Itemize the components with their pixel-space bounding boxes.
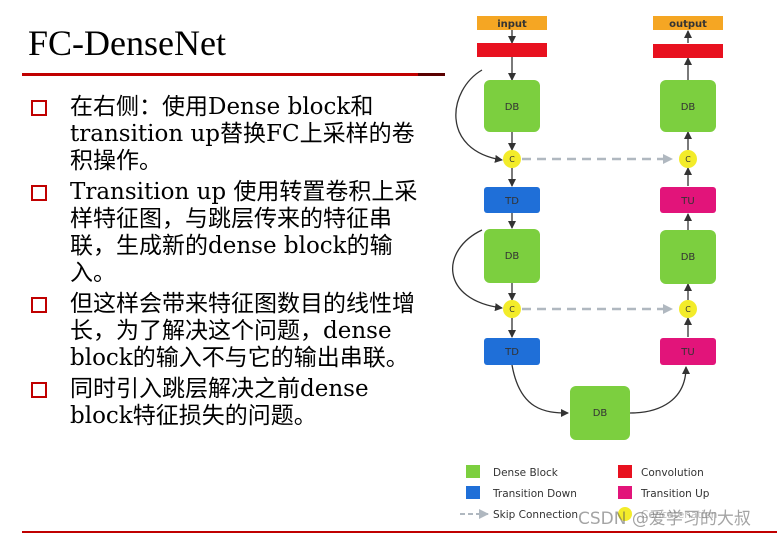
dense-block-bottleneck — [570, 386, 630, 440]
concat-node — [679, 150, 697, 168]
right-path-arrows — [629, 30, 692, 414]
concat-node — [503, 150, 521, 168]
dense-block-label: DB — [505, 102, 520, 113]
legend-label-skip: Skip Connection — [493, 509, 578, 521]
transition-down-2 — [484, 338, 540, 365]
transition-up-1 — [660, 187, 716, 213]
legend-swatch-transition-down — [466, 486, 480, 499]
legend-swatch-transition-up — [618, 486, 632, 499]
square-bullet-icon — [31, 100, 47, 116]
transition-down-1 — [484, 187, 540, 213]
dense-block-label: DB — [593, 408, 608, 419]
legend-swatch-concat — [618, 507, 632, 521]
dense-block-label: DB — [681, 102, 696, 113]
output-block — [653, 16, 723, 30]
concat-node — [503, 300, 521, 318]
legend-label-concat: Concatenation — [641, 509, 717, 521]
dense-block-label: DB — [681, 252, 696, 263]
concat-label: C — [509, 155, 515, 164]
convolution-block-right — [653, 44, 723, 58]
bullet-item: 在右侧：使用Dense block和transition up替换FC上采样的卷… — [28, 94, 428, 175]
bullet-list: 在右侧：使用Dense block和transition up替换FC上采样的卷… — [28, 94, 428, 434]
title-rule-accent — [418, 73, 445, 76]
legend-label-transition-up: Transition Up — [640, 488, 710, 500]
watermark: CSDN @爱学习的大叔 — [578, 509, 751, 529]
left-path-arrows — [452, 30, 569, 417]
dense-block-down-1 — [484, 80, 540, 132]
transition-down-label: TD — [504, 196, 519, 207]
legend-swatch-dense-block — [466, 465, 480, 478]
square-bullet-icon — [31, 185, 47, 201]
dense-block-label: DB — [505, 251, 520, 262]
output-label: output — [669, 19, 707, 30]
slide-title: FC-DenseNet — [28, 23, 226, 63]
legend-swatch-convolution — [618, 465, 632, 478]
dense-block-up-1 — [660, 80, 716, 132]
input-label: input — [497, 19, 527, 30]
title-rule — [22, 73, 445, 76]
legend: Dense Block Convolution Transition Down … — [460, 465, 717, 521]
transition-down-label: TD — [504, 347, 519, 358]
concat-node — [679, 300, 697, 318]
concat-label: C — [509, 305, 515, 314]
dense-block-down-2 — [484, 229, 540, 283]
skip-connections — [522, 154, 673, 314]
input-block — [477, 16, 547, 30]
bullet-item: 同时引入跳层解决之前dense block特征损失的问题。 — [28, 376, 428, 430]
dense-block-up-2 — [660, 230, 716, 284]
transition-up-label: TU — [680, 196, 694, 207]
concat-label: C — [685, 305, 691, 314]
square-bullet-icon — [31, 297, 47, 313]
legend-label-dense-block: Dense Block — [493, 467, 559, 479]
bullet-item: Transition up 使用转置卷积上采样特征图，与跳层传来的特征串联，生成… — [28, 179, 428, 287]
square-bullet-icon — [31, 382, 47, 398]
legend-label-convolution: Convolution — [641, 467, 704, 479]
transition-up-label: TU — [680, 347, 694, 358]
convolution-block-left — [477, 43, 547, 57]
legend-label-transition-down: Transition Down — [492, 488, 577, 500]
concat-label: C — [685, 155, 691, 164]
bottom-rule — [22, 531, 777, 533]
bullet-item: 但这样会带来特征图数目的线性增长，为了解决这个问题，dense block的输入… — [28, 291, 428, 372]
transition-up-2 — [660, 338, 716, 365]
